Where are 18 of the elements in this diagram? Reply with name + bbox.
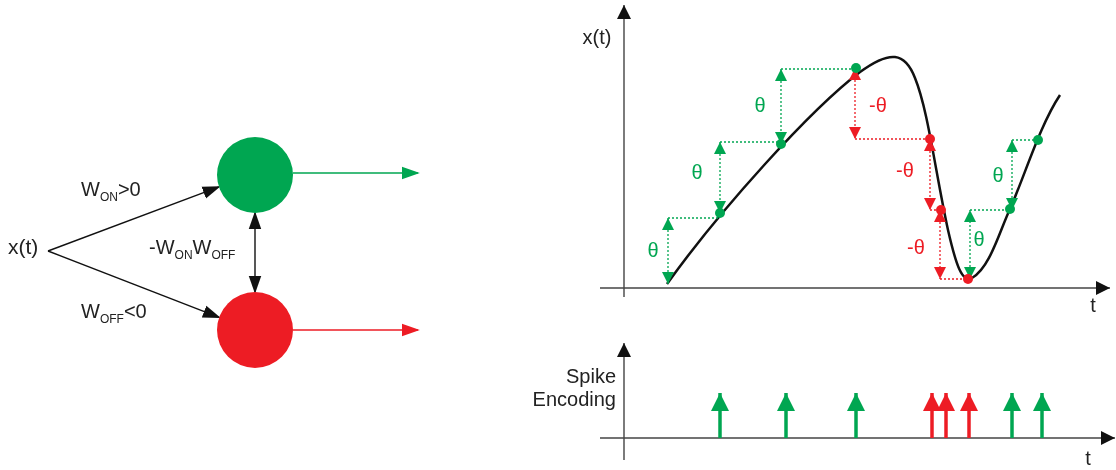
threshold-label: -θ — [907, 235, 925, 259]
axis-label: x(t) — [582, 25, 612, 49]
axis-label: t — [1085, 446, 1091, 470]
arrow — [47, 250, 221, 319]
axis-label: t — [1090, 293, 1096, 317]
threshold-label: θ — [992, 163, 1004, 187]
threshold-label: θ — [754, 93, 766, 117]
threshold-label: θ — [647, 238, 659, 262]
threshold-label: θ — [691, 160, 703, 184]
threshold-label: -θ — [869, 93, 887, 117]
axis-label: Spike Encoding — [532, 365, 616, 411]
threshold-label: -θ — [896, 158, 914, 182]
arrow — [47, 186, 221, 252]
arrow — [248, 211, 262, 294]
arrow — [292, 323, 420, 337]
input-label: x(t) — [8, 235, 39, 259]
threshold-label: θ — [973, 227, 985, 251]
arrow — [292, 166, 420, 180]
